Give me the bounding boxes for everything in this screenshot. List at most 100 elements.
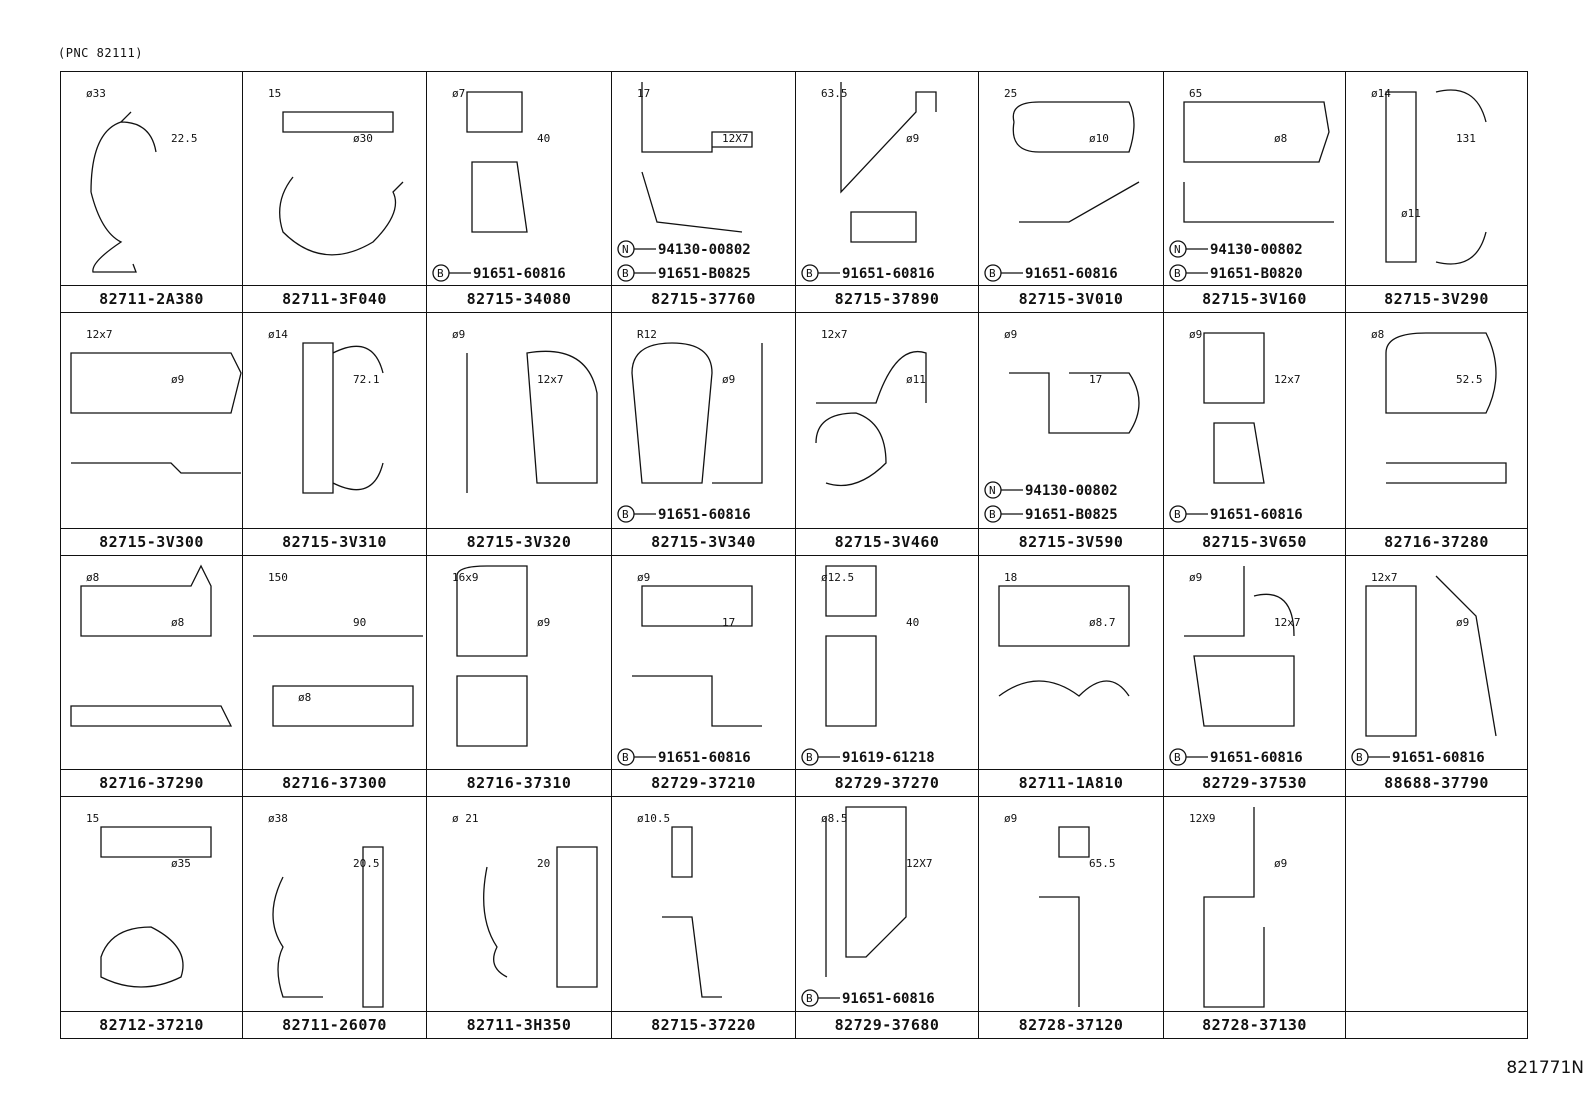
dimension-label: 40 <box>537 132 550 145</box>
part-illustration: 12X9 ø9 <box>1189 807 1287 1008</box>
dimension-label: 12X7 <box>722 132 749 145</box>
part-number: 82711-1A810 <box>979 769 1163 796</box>
dimension-label: 12x7 <box>821 328 848 341</box>
part-outline <box>466 350 598 493</box>
ref-symbol: B <box>1174 751 1181 764</box>
ref-symbol: B <box>1356 751 1363 764</box>
part-number: 82715-3V160 <box>1164 285 1345 312</box>
dimension-label: ø9 <box>1004 812 1017 825</box>
part-outline <box>815 351 927 487</box>
ref-part-number: 94130-00802 <box>1210 242 1303 258</box>
ref-symbol: B <box>806 751 813 764</box>
part-outline <box>1203 807 1265 1008</box>
part-outline <box>483 846 598 988</box>
part-number: 82715-3V290 <box>1346 285 1527 312</box>
ref-part-number: 91619-61218 <box>842 750 935 766</box>
dimension-label: ø8.7 <box>1089 616 1116 629</box>
ref-symbol: B <box>989 508 996 521</box>
part-cell: 15 ø30 82711-3F040 <box>243 72 427 313</box>
dimension-label: 63.5 <box>821 87 848 100</box>
part-outline <box>662 826 722 998</box>
part-outline <box>1012 101 1140 223</box>
part-number: 82711-26070 <box>243 1011 426 1038</box>
part-outline <box>90 111 157 273</box>
pnc-header: (PNC 82111) <box>58 46 143 60</box>
dimension-label: 12X7 <box>906 857 933 870</box>
part-number: 82715-3V010 <box>979 285 1163 312</box>
part-number: 82711-2A380 <box>61 285 242 312</box>
dimension-label: ø9 <box>1004 328 1017 341</box>
part-outline <box>632 585 762 727</box>
part-outline <box>840 82 937 243</box>
dimension-label: 131 <box>1456 132 1476 145</box>
part-outline <box>825 565 877 727</box>
fastener-ref: B 91651-B0825 <box>984 505 1118 523</box>
dimension-label: 12x7 <box>86 328 113 341</box>
part-number: 82711-3F040 <box>243 285 426 312</box>
part-outline <box>631 342 763 484</box>
dimension-label: 65 <box>1189 87 1202 100</box>
part-cell <box>1346 797 1527 1038</box>
dimension-label: 12X9 <box>1189 812 1216 825</box>
part-outline <box>70 564 233 727</box>
part-number: 82716-37300 <box>243 769 426 796</box>
dimension-label: ø7 <box>452 87 465 100</box>
part-number: 82715-3V340 <box>612 528 795 555</box>
dimension-label: 150 <box>268 571 288 584</box>
part-outline <box>272 846 384 1008</box>
part-outline <box>279 111 404 256</box>
illustration-number: 821771N <box>1506 1058 1584 1078</box>
part-outline <box>466 91 528 233</box>
dimension-label: 18 <box>1004 571 1017 584</box>
dimension-label: 20 <box>537 857 550 870</box>
dimension-label: ø9 <box>1274 857 1287 870</box>
part-outline <box>253 635 423 727</box>
part-outline <box>1385 332 1507 484</box>
dimension-label: ø8 <box>86 571 99 584</box>
fastener-ref: N 94130-00802 <box>1169 240 1303 258</box>
dimension-label: 15 <box>268 87 281 100</box>
part-number: 82715-37890 <box>796 285 978 312</box>
part-illustration: 18 ø8.7 <box>998 571 1130 697</box>
ref-symbol: B <box>622 508 629 521</box>
dimension-label: ø30 <box>353 132 373 145</box>
dimension-label: 72.1 <box>353 373 380 386</box>
dimension-label: ø9 <box>537 616 550 629</box>
ref-part-number: 91651-60816 <box>473 266 566 282</box>
part-outline <box>641 82 753 233</box>
ref-part-number: 91651-B0825 <box>1025 507 1118 523</box>
dimension-label: ø35 <box>171 857 191 870</box>
part-number: 82729-37530 <box>1164 769 1345 796</box>
ref-symbol: N <box>1174 243 1181 256</box>
